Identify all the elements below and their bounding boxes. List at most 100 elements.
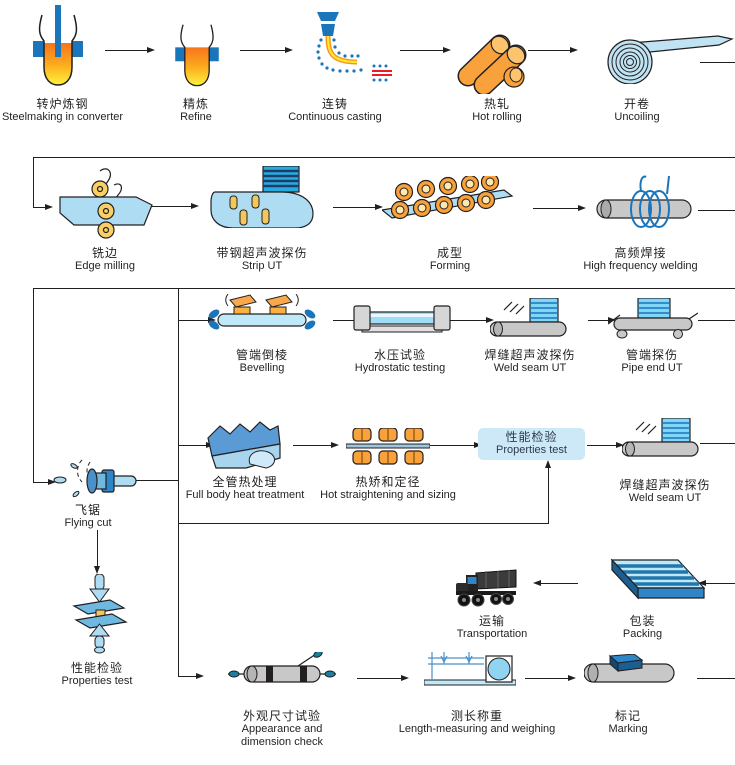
wrap-line-row3-top [33, 288, 735, 289]
label-hydrostatic-en: Hydrostatic testing [354, 362, 446, 374]
full-body-heat-treatment-icon [207, 421, 281, 469]
label-uncoiling: 开卷 Uncoiling [587, 97, 687, 124]
label-hot-straightening-en: Hot straightening and sizing [320, 489, 456, 501]
label-hf-welding: 高频焊接 High frequency welding [553, 246, 728, 273]
arrow-into-edge-milling [45, 204, 53, 210]
pipe-end-ut-icon [608, 298, 698, 339]
label-refine-zh: 精炼 [182, 97, 209, 111]
label-continuous-casting-zh: 连铸 [321, 97, 348, 111]
connector-into-edge-milling [33, 207, 45, 208]
label-hydrostatic-zh: 水压试验 [373, 348, 426, 362]
label-hot-straightening-zh: 热矫和定径 [355, 475, 421, 489]
arrow-fullbodyht-straightening [331, 442, 339, 448]
connector-hotrolling-uncoiling [528, 50, 570, 51]
label-weld-seam-ut-2-en: Weld seam UT [628, 492, 702, 504]
connector-hfwelding-exit [698, 210, 735, 211]
label-hydrostatic: 水压试验 Hydrostatic testing [335, 348, 465, 375]
label-steelmaking-zh: 转炉炼钢 [36, 97, 89, 111]
arrow-trunk-appearancecheck [196, 673, 204, 679]
label-edge-milling-en: Edge milling [75, 260, 135, 272]
label-bevelling-zh: 管端倒棱 [235, 348, 288, 362]
label-steelmaking-en: Steelmaking in converter [1, 111, 124, 123]
arrow-weldseamut-pipeendut [608, 317, 616, 323]
label-hot-rolling-zh: 热轧 [483, 97, 510, 111]
connector-trunk-fullbodyht [178, 445, 206, 446]
label-uncoiling-en: Uncoiling [614, 111, 660, 123]
label-bevelling-en: Bevelling [239, 362, 285, 374]
packing-bundle-icon [610, 558, 706, 600]
connector-weldseamut-pipeendut [588, 320, 608, 321]
weld-seam-ut-icon [490, 298, 567, 337]
bevelling-icon [208, 294, 316, 330]
arrow-into-propertiesbox [545, 460, 551, 468]
label-transportation-zh: 运输 [478, 614, 505, 628]
label-refine-en: Refine [180, 111, 212, 123]
connector-propertiestest-weldseamut2 [587, 445, 616, 446]
connector-trunk-propertiesbox-h [178, 523, 548, 524]
arrow-steelmaking-refine [147, 47, 155, 53]
label-hot-rolling: 热轧 Hot rolling [447, 97, 547, 124]
label-weld-seam-ut-2-zh: 焊缝超声波探伤 [619, 478, 711, 492]
label-hot-rolling-en: Hot rolling [472, 111, 522, 123]
label-full-body-ht: 全管热处理 Full body heat treatment [160, 475, 330, 502]
hot-straightening-sizing-icon [346, 428, 430, 465]
connector-packing-transportation [541, 583, 578, 584]
marking-icon [584, 654, 675, 683]
connector-bevelling-hydrostatic [333, 320, 356, 321]
arrow-trunk-bevelling [208, 317, 216, 323]
arrow-hotrolling-uncoiling [570, 47, 578, 53]
connector-steelmaking-refine [105, 50, 147, 51]
label-hf-welding-zh: 高频焊接 [614, 246, 667, 260]
label-flying-cut-zh: 飞锯 [74, 503, 101, 517]
connector-edge-packing [706, 583, 735, 584]
label-marking-zh: 标记 [614, 709, 641, 723]
label-pipe-end-ut: 管端探伤 Pipe end UT [597, 348, 707, 375]
connector-into-flyingcut [33, 482, 48, 483]
label-appearance-check: 外观尺寸试验 Appearance and dimension check [232, 709, 332, 749]
label-appearance-check-en: Appearance and dimension check [241, 723, 323, 748]
label-marking-en: Marking [608, 723, 648, 735]
label-edge-milling-zh: 铣边 [91, 246, 118, 260]
arrow-striput-forming [375, 204, 383, 210]
label-forming-zh: 成型 [436, 246, 463, 260]
connector-forming-hfwelding [533, 208, 578, 209]
label-forming: 成型 Forming [400, 246, 500, 273]
label-bevelling: 管端倒棱 Bevelling [207, 348, 317, 375]
label-strip-ut-en: Strip UT [241, 260, 283, 272]
label-properties-test-2-en: Properties test [61, 675, 133, 687]
strip-ut-icon [210, 166, 314, 228]
properties-test-box-zh: 性能检验 [505, 430, 558, 444]
properties-test-box: 性能检验 Properties test [478, 428, 585, 460]
arrow-into-packing [698, 580, 706, 586]
label-packing: 包装 Packing [600, 614, 685, 641]
label-steelmaking: 转炉炼钢 Steelmaking in converter [0, 97, 125, 124]
arrow-flyingcut-propertiestest2 [94, 566, 100, 574]
connector-marking-exit [697, 678, 735, 679]
continuous-casting-icon [316, 12, 392, 82]
properties-test-box-en: Properties test [496, 444, 567, 456]
refine-ladle-icon [175, 24, 219, 87]
label-continuous-casting: 连铸 Continuous casting [265, 97, 405, 124]
arrow-packing-transportation [533, 580, 541, 586]
flying-cut-icon [53, 459, 137, 498]
label-hot-straightening: 热矫和定径 Hot straightening and sizing [298, 475, 478, 502]
label-weld-seam-ut-2: 焊缝超声波探伤 Weld seam UT [580, 478, 735, 505]
label-pipe-end-ut-en: Pipe end UT [621, 362, 683, 374]
label-pipe-end-ut-zh: 管端探伤 [625, 348, 678, 362]
converter-ladle-icon [33, 5, 83, 86]
connector-appearance-lengthmeasuring [357, 678, 401, 679]
arrow-refine-casting [285, 47, 293, 53]
arrow-appearance-lengthmeasuring [401, 675, 409, 681]
hot-rolling-icon [457, 34, 527, 94]
label-strip-ut: 带钢超声波探伤 Strip UT [187, 246, 337, 273]
label-full-body-ht-en: Full body heat treatment [185, 489, 305, 501]
label-full-body-ht-zh: 全管热处理 [212, 475, 278, 489]
arrow-into-flyingcut [48, 479, 56, 485]
label-properties-test-2-zh: 性能检验 [70, 661, 123, 675]
truck-icon [456, 569, 517, 607]
label-marking: 标记 Marking [583, 709, 673, 736]
connector-casting-hotrolling [400, 50, 443, 51]
properties-test-press-icon [72, 574, 128, 654]
label-appearance-check-zh: 外观尺寸试验 [242, 709, 321, 723]
